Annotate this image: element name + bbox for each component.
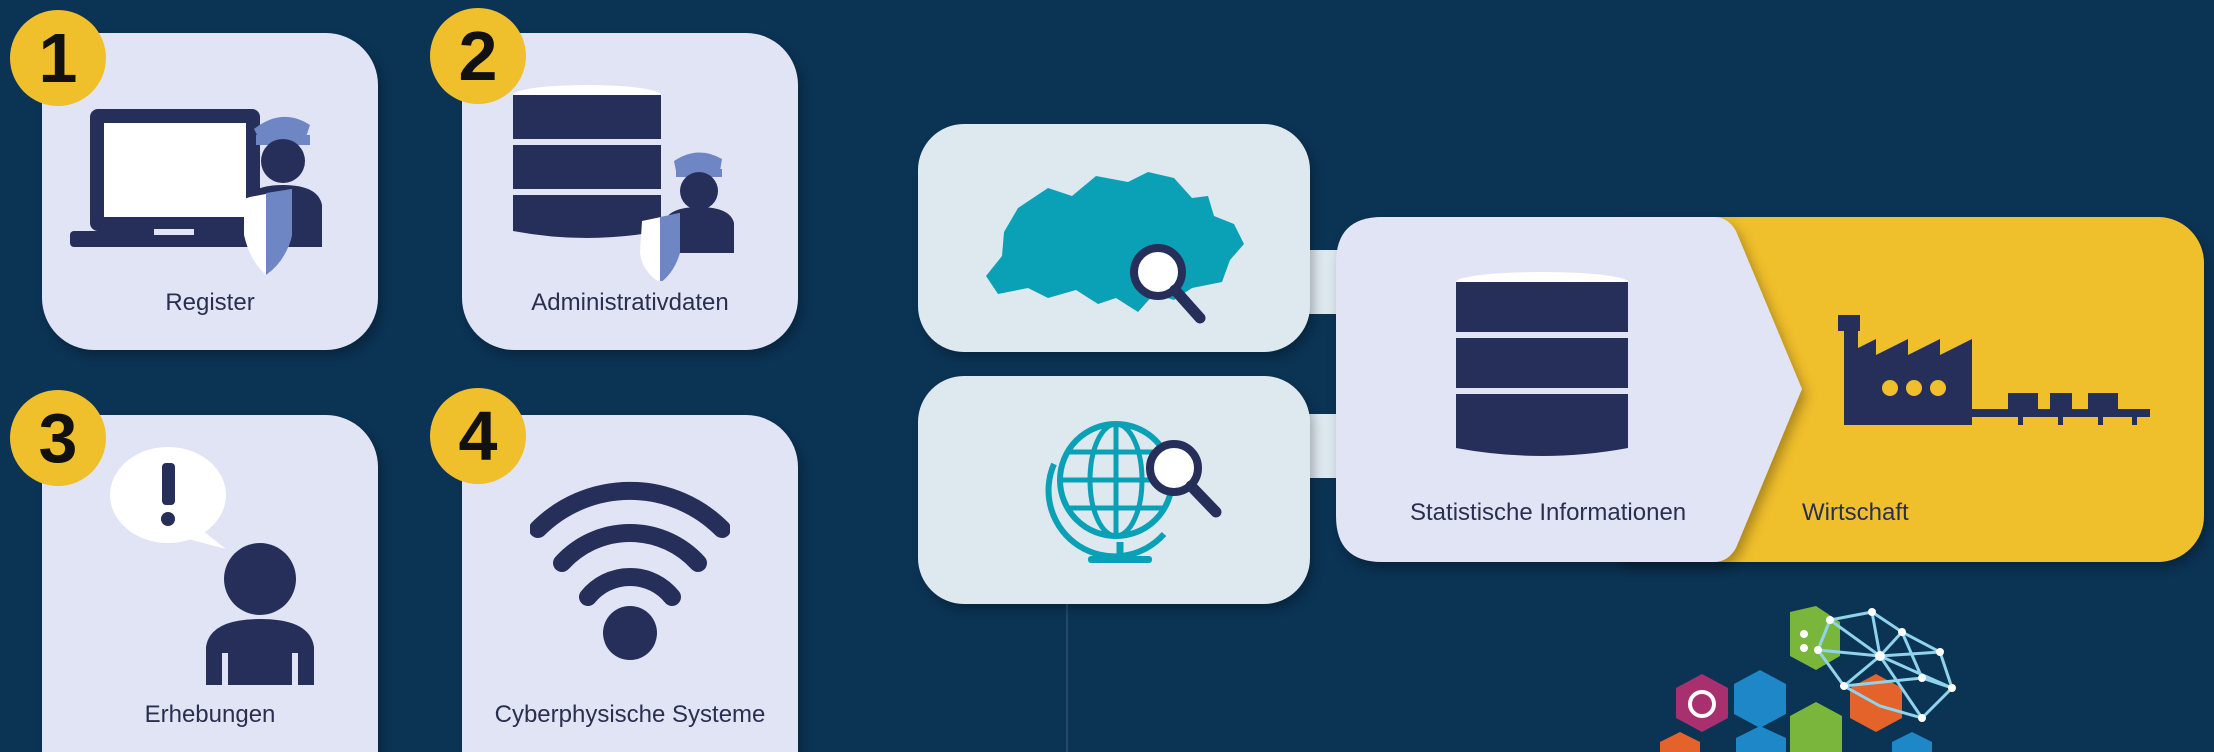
- source-card-administrativdaten: Administrativdaten: [462, 33, 798, 350]
- person-alert-icon: [110, 447, 314, 685]
- source-card-register: Register: [42, 33, 378, 350]
- factory-icon: [1838, 315, 2150, 425]
- wifi-signal-icon: [530, 481, 730, 660]
- laptop-police-icon: [70, 109, 322, 275]
- statistics-label: Statistische Informationen: [1410, 499, 1687, 526]
- step-badge-4: 4: [430, 388, 526, 484]
- source-label: Register: [165, 289, 255, 316]
- globe-search-icon: [1045, 421, 1222, 563]
- step-badge-3: 3: [10, 390, 106, 486]
- scope-pane-globe: [918, 376, 1310, 604]
- database-icon: [1456, 272, 1628, 456]
- step-badge-2: 2: [430, 8, 526, 104]
- connector-line: [1066, 604, 1068, 752]
- scope-pane-switzerland: [918, 124, 1310, 352]
- source-card-cyberphysische-systeme: Cyberphysische Systeme: [462, 415, 798, 752]
- data-science-hexagon-icons: [1660, 606, 1956, 752]
- database-police-icon: [513, 85, 734, 281]
- source-label: Cyberphysische Systeme: [494, 701, 766, 728]
- source-label: Erhebungen: [144, 701, 276, 728]
- switzerland-map-search-icon: [986, 172, 1244, 324]
- source-label: Administrativdaten: [531, 289, 729, 316]
- source-card-erhebungen: Erhebungen: [42, 415, 378, 752]
- step-badge-1: 1: [10, 10, 106, 106]
- statistics-panel: [1336, 217, 1802, 562]
- economy-label: Wirtschaft: [1802, 499, 1909, 526]
